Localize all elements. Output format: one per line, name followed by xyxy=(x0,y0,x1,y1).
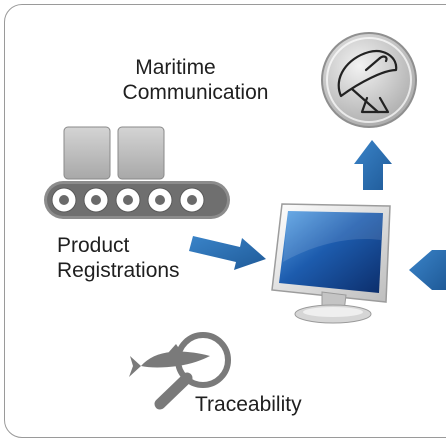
satellite-dish-icon xyxy=(321,32,417,128)
arrow-up-icon xyxy=(354,140,392,190)
maritime-communication-label: Maritime Communication xyxy=(0,55,446,105)
product-label-line2: Registrations xyxy=(57,259,180,282)
product-registrations-label: Product Registrations xyxy=(57,233,180,283)
conveyor-belt-icon xyxy=(44,126,230,219)
computer-monitor-icon xyxy=(271,203,391,324)
arrow-left-icon xyxy=(409,250,446,290)
product-label-line1: Product xyxy=(57,234,130,257)
diagram-canvas xyxy=(44,32,446,410)
arrow-right-icon xyxy=(189,236,266,270)
maritime-label-line1: Maritime xyxy=(135,56,216,79)
traceability-label: Traceability xyxy=(195,393,302,416)
maritime-label-line2: Communication xyxy=(122,81,269,104)
fish-magnifier-icon xyxy=(129,332,231,410)
